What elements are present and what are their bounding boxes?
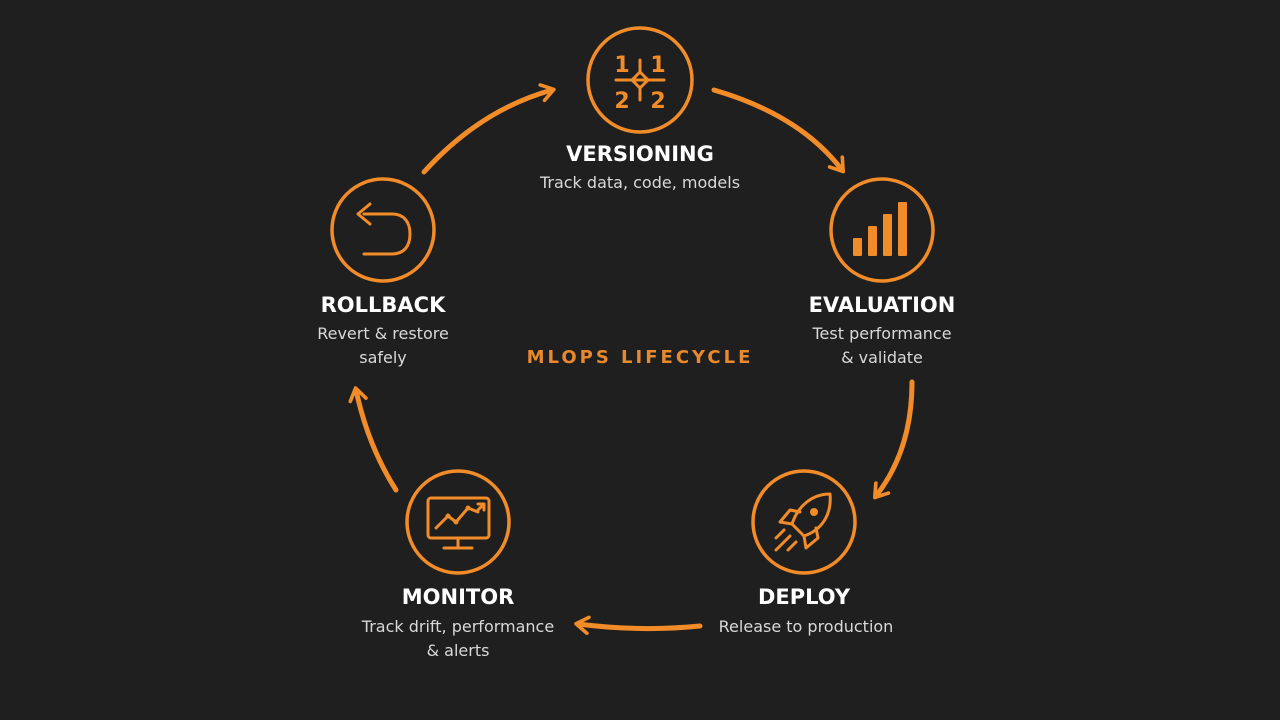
version-digit: 1: [614, 53, 629, 78]
versioning-circle: [586, 26, 694, 134]
rollback-description-line: Revert & restore: [317, 324, 449, 343]
node-versioning: 1 1 2 2 VERSIONING Track data, code, mod…: [539, 26, 740, 192]
versioning-title: VERSIONING: [566, 142, 714, 166]
rollback-circle: [330, 177, 436, 283]
rollback-description-line: safely: [359, 348, 407, 367]
monitor-chart-icon: [426, 496, 491, 550]
deploy-title: DEPLOY: [758, 585, 851, 609]
monitor-title: MONITOR: [402, 585, 515, 609]
version-branch-icon: 1 1 2 2: [614, 53, 665, 114]
node-evaluation: EVALUATION Test performance & validate: [809, 177, 956, 367]
rocket-icon: [774, 492, 832, 552]
undo-arrow-icon: [356, 202, 412, 256]
center-title: MLOPS LIFECYCLE: [527, 347, 754, 368]
arrow-versioning-to-evaluation: [711, 87, 846, 174]
evaluation-description-line: & validate: [841, 348, 923, 367]
monitor-description-line: Track drift, performance: [361, 617, 554, 636]
bar-chart-icon: [853, 202, 907, 256]
monitor-description-line: & alerts: [427, 641, 490, 660]
deploy-description: Release to production: [719, 617, 894, 636]
evaluation-circle: [829, 177, 935, 283]
arrow-evaluation-to-deploy: [872, 379, 915, 500]
versioning-description: Track data, code, models: [539, 173, 740, 192]
monitor-circle: [405, 469, 511, 575]
version-digit: 2: [650, 89, 665, 114]
version-digit: 1: [650, 53, 665, 78]
deploy-circle: [751, 469, 857, 575]
arrow-rollback-to-versioning: [421, 83, 556, 175]
node-deploy: DEPLOY Release to production: [719, 469, 894, 636]
evaluation-title: EVALUATION: [809, 293, 956, 317]
version-digit: 2: [614, 89, 629, 114]
node-rollback: ROLLBACK Revert & restore safely: [317, 177, 449, 367]
arrow-deploy-to-monitor: [574, 615, 703, 636]
rollback-title: ROLLBACK: [321, 293, 446, 317]
arrow-monitor-to-rollback: [348, 386, 399, 493]
evaluation-description-line: Test performance: [811, 324, 951, 343]
node-monitor: MONITOR Track drift, performance & alert…: [361, 469, 554, 660]
